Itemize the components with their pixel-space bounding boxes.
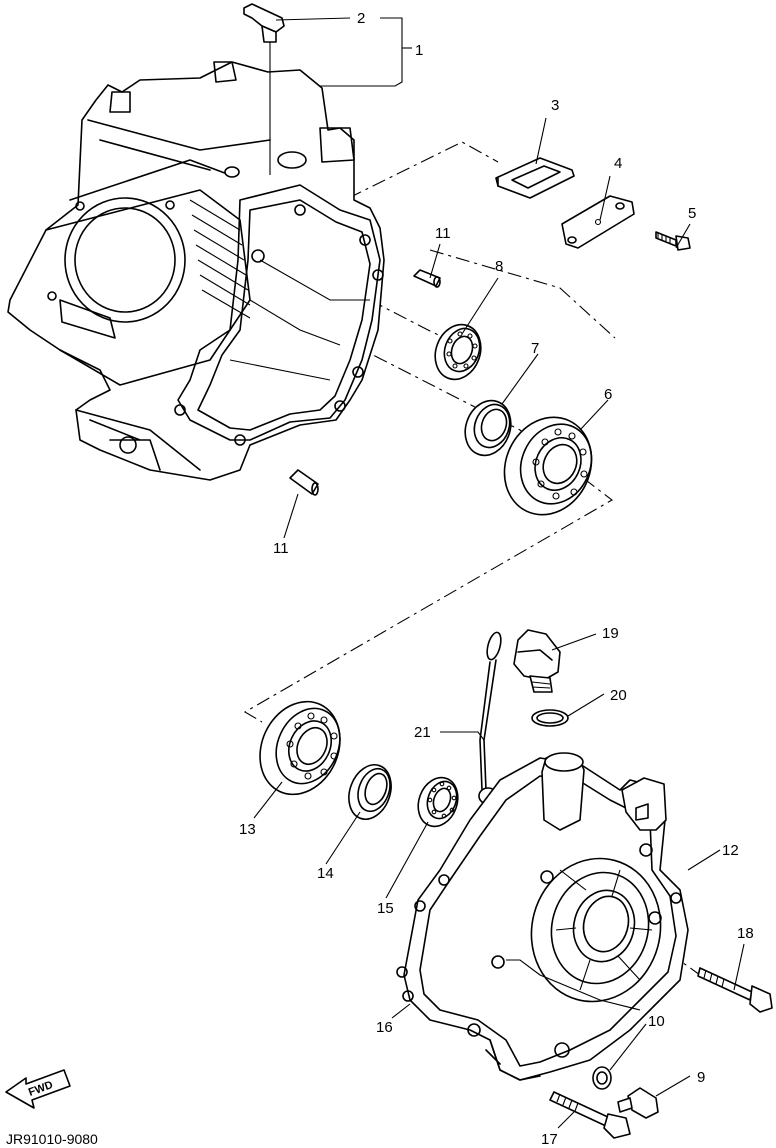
callouts: 1 2 3 4 5 6 7 8 9 10 11 11 12 13 14 15 1… (239, 10, 754, 1148)
callout-4: 4 (614, 155, 622, 172)
part-9-bolt (617, 1087, 659, 1119)
callout-2: 2 (357, 10, 365, 27)
part-17-bolt (549, 1091, 631, 1139)
part-4-bracket (561, 195, 635, 249)
part-3-plate (495, 157, 575, 199)
callout-15: 15 (377, 900, 394, 917)
part-14-oil-seal (348, 764, 392, 820)
part-11-dowel-upper (413, 269, 441, 288)
callout-11-upper: 11 (435, 225, 451, 242)
part-19-plug (513, 629, 561, 693)
fwd-arrow-icon: FWD (5, 1069, 71, 1109)
part-20-o-ring (531, 709, 569, 727)
callout-13: 13 (239, 821, 256, 838)
right-crankcase (396, 752, 689, 1081)
callout-6: 6 (604, 386, 612, 403)
part-10-washer (592, 1066, 612, 1090)
part-8-bearing (434, 323, 482, 381)
part-18-bolt (697, 967, 773, 1013)
callout-21: 21 (414, 724, 431, 741)
part-2-bolt (243, 3, 285, 175)
part-15-bearing (417, 776, 459, 828)
callout-18: 18 (737, 925, 754, 942)
callout-12: 12 (722, 842, 739, 859)
callout-14: 14 (317, 865, 334, 882)
callout-17: 17 (541, 1131, 558, 1148)
part-11-dowel-lower (289, 469, 319, 496)
callout-9: 9 (697, 1069, 705, 1086)
callout-19: 19 (602, 625, 619, 642)
callout-5: 5 (688, 205, 696, 222)
part-7-oil-seal (464, 399, 512, 457)
callout-1: 1 (415, 42, 423, 59)
callout-3: 3 (551, 97, 559, 114)
part-13-bearing (259, 700, 341, 796)
drawing-code: JR91010-9080 (6, 1131, 98, 1147)
left-crankcase (7, 61, 385, 481)
callout-16: 16 (376, 1019, 393, 1036)
leader-lines (253, 17, 745, 1129)
callout-20: 20 (610, 687, 627, 704)
part-5-bolt (655, 231, 691, 251)
part-6-bearing (503, 416, 593, 516)
callout-10: 10 (648, 1013, 665, 1030)
callout-7: 7 (531, 340, 539, 357)
callout-11-lower: 11 (273, 540, 289, 557)
callout-8: 8 (495, 258, 503, 275)
